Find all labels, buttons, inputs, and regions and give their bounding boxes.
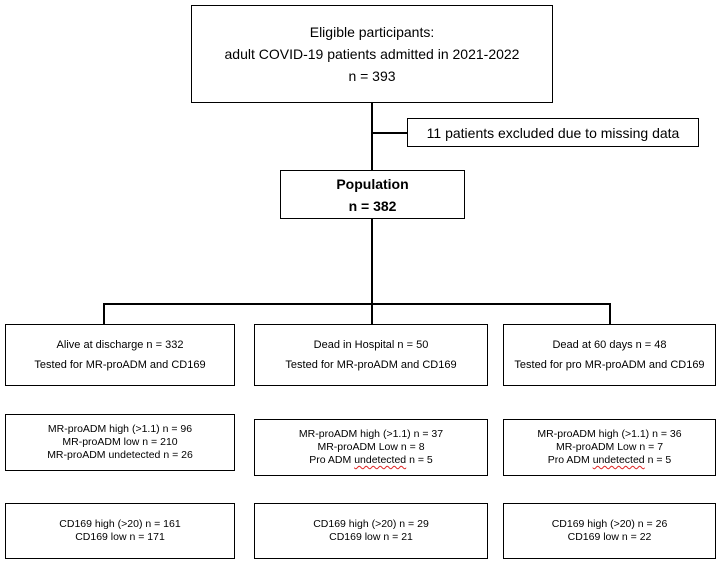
connector-horizontal-bar xyxy=(103,303,610,305)
connector-exclusion-branch xyxy=(371,132,408,134)
connector-drop-right xyxy=(609,303,611,325)
hospital-proadm-undetected-b: undetected xyxy=(354,454,407,466)
population-title: Population xyxy=(336,175,409,192)
sixty-cd169-box: CD169 high (>20) n = 26 CD169 low n = 22 xyxy=(503,503,716,559)
alive-cd169-low: CD169 low n = 171 xyxy=(75,531,165,543)
sixty-proadm-low: MR-proADM Low n = 7 xyxy=(555,441,664,453)
hospital-proadm-box: MR-proADM high (>1.1) n = 37 MR-proADM L… xyxy=(254,419,488,476)
group-dead-hospital-box: Dead in Hospital n = 50 Tested for MR-pr… xyxy=(254,324,488,386)
excluded-text: 11 patients excluded due to missing data xyxy=(426,124,680,141)
group-dead-60-line-1: Dead at 60 days n = 48 xyxy=(552,339,667,351)
sixty-proadm-box: MR-proADM high (>1.1) n = 36 MR-proADM L… xyxy=(503,419,716,476)
connector-eligible-population xyxy=(371,102,373,171)
alive-proadm-box: MR-proADM high (>1.1) n = 96 MR-proADM l… xyxy=(5,414,235,471)
hospital-proadm-undetected-c: n = 5 xyxy=(406,454,433,466)
sixty-cd169-high: CD169 high (>20) n = 26 xyxy=(551,518,668,530)
eligible-participants-box: Eligible participants: adult COVID-19 pa… xyxy=(191,5,553,103)
group-alive-line-1: Alive at discharge n = 332 xyxy=(56,339,184,351)
group-dead-60-box: Dead at 60 days n = 48 Tested for pro MR… xyxy=(503,324,716,386)
group-alive-line-2: Tested for MR-proADM and CD169 xyxy=(34,359,206,371)
hospital-cd169-box: CD169 high (>20) n = 29 CD169 low n = 21 xyxy=(254,503,488,559)
sixty-proadm-undetected: Pro ADM undetected n = 5 xyxy=(548,454,671,467)
hospital-cd169-low: CD169 low n = 21 xyxy=(329,531,413,543)
eligible-line-1: Eligible participants: xyxy=(309,24,435,40)
hospital-proadm-undetected: Pro ADM undetected n = 5 xyxy=(309,454,432,467)
population-box: Population n = 382 xyxy=(280,170,465,219)
group-dead-hospital-line-2: Tested for MR-proADM and CD169 xyxy=(285,359,457,371)
connector-drop-center xyxy=(371,303,373,325)
sixty-proadm-high: MR-proADM high (>1.1) n = 36 xyxy=(537,428,682,440)
hospital-proadm-high: MR-proADM high (>1.1) n = 37 xyxy=(298,428,444,440)
sixty-proadm-undetected-a: Pro ADM xyxy=(547,454,593,466)
group-alive-box: Alive at discharge n = 332 Tested for MR… xyxy=(5,324,235,386)
sixty-proadm-undetected-b: undetected xyxy=(592,454,645,466)
hospital-proadm-undetected-a: Pro ADM xyxy=(309,454,355,466)
sixty-proadm-undetected-c: n = 5 xyxy=(644,454,672,466)
eligible-line-2: adult COVID-19 patients admitted in 2021… xyxy=(224,46,520,62)
alive-proadm-high: MR-proADM high (>1.1) n = 96 xyxy=(47,423,193,435)
connector-drop-left xyxy=(103,303,105,325)
alive-cd169-box: CD169 high (>20) n = 161 CD169 low n = 1… xyxy=(5,503,235,559)
connector-population-down xyxy=(371,218,373,304)
sixty-cd169-low: CD169 low n = 22 xyxy=(567,531,652,543)
population-n: n = 382 xyxy=(348,197,397,214)
excluded-box: 11 patients excluded due to missing data xyxy=(407,118,699,147)
alive-cd169-high: CD169 high (>20) n = 161 xyxy=(59,518,181,530)
hospital-proadm-low: MR-proADM Low n = 8 xyxy=(317,441,425,453)
group-dead-60-line-2: Tested for pro MR-proADM and CD169 xyxy=(514,359,705,371)
alive-proadm-low: MR-proADM low n = 210 xyxy=(62,436,178,448)
eligible-line-3: n = 393 xyxy=(348,68,396,84)
hospital-cd169-high: CD169 high (>20) n = 29 xyxy=(313,518,429,530)
group-dead-hospital-line-1: Dead in Hospital n = 50 xyxy=(313,339,429,351)
alive-proadm-undetected: MR-proADM undetected n = 26 xyxy=(47,449,193,461)
